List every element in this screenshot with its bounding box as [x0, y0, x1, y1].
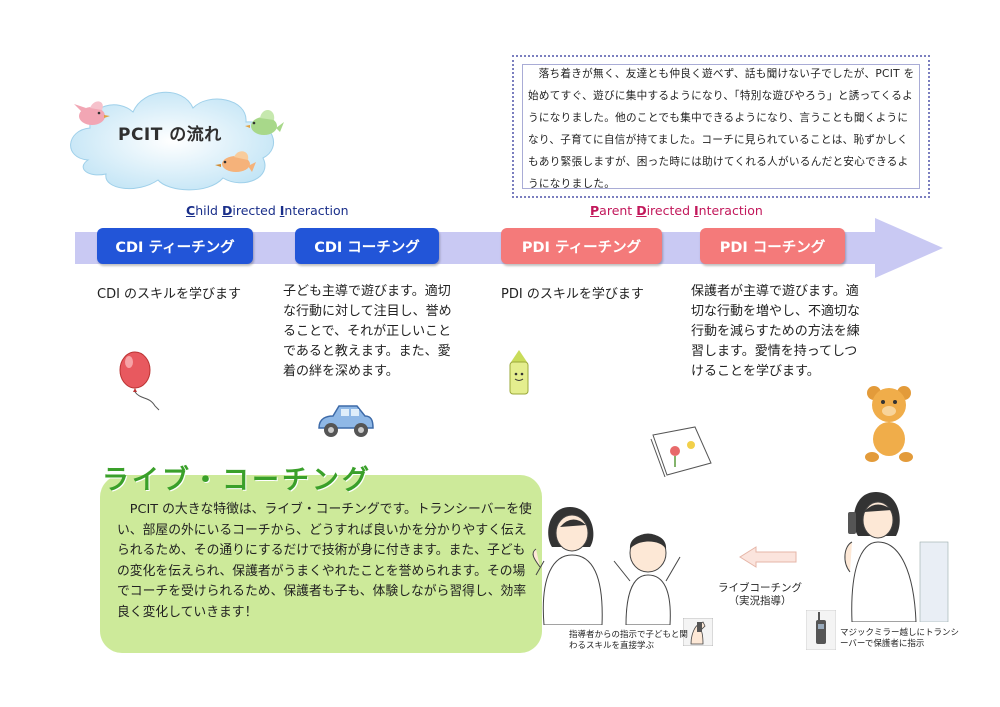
pdi-teaching-badge: PDI ティーチング — [501, 228, 662, 264]
bird-icon — [72, 98, 114, 130]
cdi-teaching-description: CDI のスキルを学びます — [97, 287, 242, 302]
testimonial-frame — [522, 64, 920, 189]
crayon-icon — [505, 350, 533, 396]
toy-car-icon — [313, 400, 377, 444]
picture-book-icon — [647, 425, 717, 477]
coach-phone-icon — [830, 482, 950, 622]
pdi-phase-label: Parent Directed Interaction — [590, 203, 763, 218]
left-arrow-icon — [738, 546, 798, 568]
mother-caption: 指導者からの指示で子どもと関わるスキルを直接学ぶ — [569, 630, 688, 651]
bird-icon — [244, 106, 286, 140]
mother-child-icon — [530, 495, 730, 625]
pdi-teaching-description: PDI のスキルを学びます — [501, 287, 644, 302]
live-coaching-panel — [100, 475, 542, 653]
pdi-coaching-description: 保護者が主導で遊びます。適切な行動を増やし、不適切な行動を減らすための方法を練習… — [691, 284, 861, 379]
cdi-teaching-badge: CDI ティーチング — [97, 228, 253, 264]
live-coaching-text: PCIT の大きな特徴は、ライブ・コーチングです。トランシーバーを使い、部屋の外… — [117, 502, 532, 620]
cdi-phase-label: Child Directed Interaction — [186, 203, 349, 218]
cdi-coaching-badge: CDI コーチング — [295, 228, 439, 264]
pdi-coaching-badge: PDI コーチング — [700, 228, 845, 264]
live-coaching-title: ライブ・コーチング — [102, 465, 372, 496]
teddy-bear-icon — [860, 383, 920, 463]
bird-icon — [212, 148, 258, 178]
testimonial-text: 落ち着きが無く、友達とも仲良く遊べず、話も聞けない子でしたが、PCIT を始めて… — [528, 68, 915, 190]
live-coaching-label: ライブコーチング （実況指導） — [718, 582, 802, 607]
coach-caption: マジックミラー越しにトランシーバーで保護者に指示 — [840, 628, 960, 649]
transceiver-icon — [683, 618, 713, 646]
page-title: PCIT の流れ — [118, 125, 222, 145]
cdi-coaching-description: 子ども主導で遊びます。適切な行動に対して注目し、誉めることで、それが正しいことで… — [283, 284, 452, 379]
balloon-icon — [115, 350, 171, 414]
transceiver-icon — [806, 610, 836, 650]
testimonial-box: 落ち着きが無く、友達とも仲良く遊べず、話も聞けない子でしたが、PCIT を始めて… — [512, 55, 930, 198]
